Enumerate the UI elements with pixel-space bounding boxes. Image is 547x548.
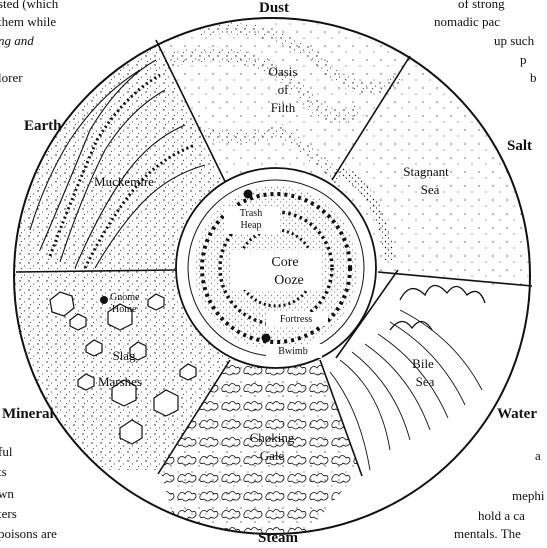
outer-ring-border [13,17,531,535]
page-text-right-3: up such [494,33,535,48]
fortress-label-background [266,312,328,326]
core-labels: Core Ooze [271,255,303,288]
label-trash-1: Trash [240,208,262,219]
page-text-rightb-2: mephi [512,488,545,503]
page-text-leftb-1: ful [0,444,13,459]
trash-label-background [224,206,280,234]
sector-dividers [15,39,533,477]
label-slag-2: Marshes [98,374,142,389]
label-trash-2: Heap [240,220,261,231]
page-text-right-1: of strong [458,0,505,11]
page-text-left-3: ng and [0,33,34,49]
page-text-left-3-italic: ng and [0,33,34,48]
label-choking-2: Gale [260,448,285,463]
label-choking-1: Choking [250,430,295,445]
page-text-leftb-3: wn [0,486,14,501]
label-muckemire: Muckemire [94,174,154,189]
label-oasis-1: Oasis [269,64,298,79]
label-mineral: Mineral [2,406,54,422]
page-text-leftb-4: ters [0,506,17,521]
page-text-right-5: b [530,70,537,85]
label-earth: Earth [24,118,62,134]
page-text-right-4: p [520,52,527,67]
label-salt: Salt [507,138,532,154]
label-bwimb: Bwimb [278,346,307,357]
page-text-left-2: them while [0,14,57,29]
page-text-rightb-1: a [535,448,541,463]
label-core-2: Ooze [274,273,304,288]
core-label-background [230,250,322,290]
bwimb-label-background [266,344,322,358]
page-text-leftb-2: ts [0,464,7,479]
label-stagnant-1: Stagnant [403,164,449,179]
bwimb-marker [261,333,271,343]
page-text-leftb-5: poisons are [0,526,57,541]
label-oasis-2: of [278,82,290,97]
label-bile-2: Sea [416,374,435,389]
label-core-1: Core [271,255,298,270]
gnome-home-label: Gnome Home [110,292,140,315]
gnome-home-marker [100,296,108,304]
page-text-right-2: nomadic pac [434,14,501,29]
label-bile-1: Bile [412,356,434,371]
label-oasis-3: Filth [271,100,296,115]
mineral-crystals [49,291,197,445]
label-gnome-2: Home [112,304,137,315]
trash-heap-marker [243,189,253,199]
label-dust: Dust [259,0,289,16]
inner-labels: Trash Heap Fortress Bwimb [240,208,312,357]
page-text-rightb-4: mentals. The [454,526,521,541]
label-stagnant-2: Sea [421,182,440,197]
label-fortress: Fortress [280,314,312,325]
page-text-left-1: sted (which [0,0,59,11]
page-text-rightb-3: hold a ca [478,508,525,523]
label-steam: Steam [258,530,298,546]
region-labels: Oasis of Filth Stagnant Sea Bile Sea Cho… [94,64,449,463]
label-gnome-1: Gnome [110,292,140,303]
label-water: Water [497,406,537,422]
label-slag-1: Slag [112,348,136,363]
page-text-left-4: lorer [0,70,23,85]
